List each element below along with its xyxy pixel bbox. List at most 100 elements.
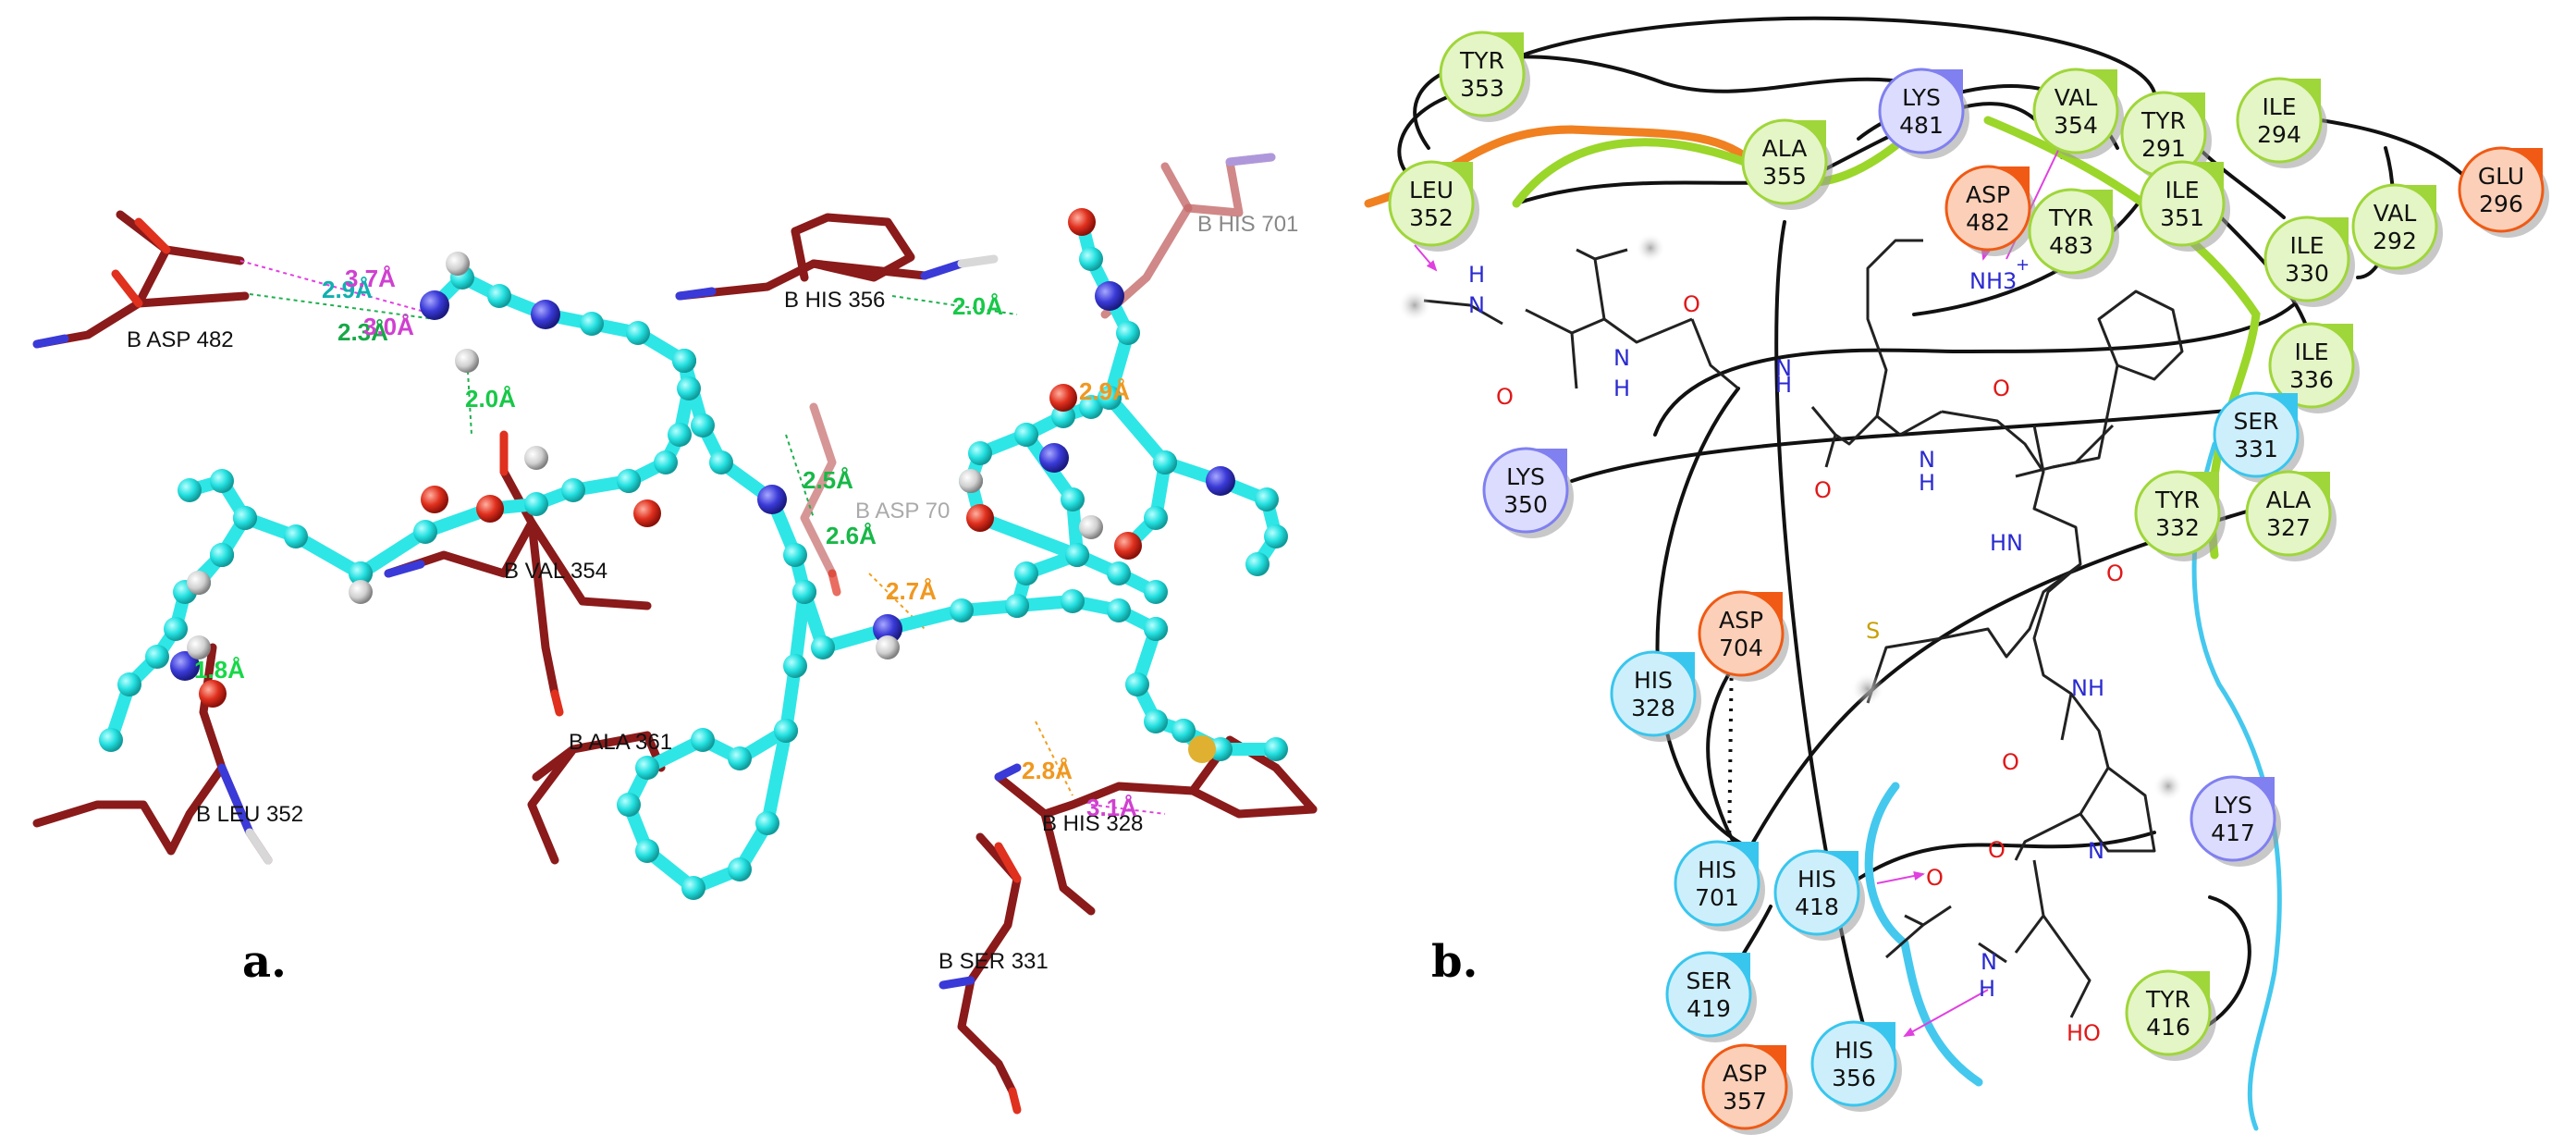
ligand-atom bbox=[968, 441, 992, 465]
residue-name: HIS bbox=[1634, 667, 1673, 694]
residue-name: HIS bbox=[1797, 866, 1836, 893]
panel-a: B ASP 482 B HIS 356 B HIS 701 B ASP 70 B… bbox=[32, 153, 1318, 1115]
ligand-atom bbox=[1264, 524, 1288, 548]
atom-labels: H N O N H O N H O N H O NH3 + HN O S NH … bbox=[1468, 255, 2124, 1046]
ligand-atom bbox=[413, 520, 437, 544]
residue-number: 332 bbox=[2155, 514, 2200, 541]
residue-name: ASP bbox=[1719, 607, 1763, 634]
ligand-atom bbox=[1206, 466, 1235, 496]
residue-wedge bbox=[2320, 324, 2353, 357]
residue-wedge bbox=[2172, 92, 2205, 126]
residue-disc bbox=[2032, 68, 2119, 154]
ligand-atom bbox=[755, 811, 779, 835]
atom-label: N bbox=[1981, 949, 1997, 975]
ligand-atom bbox=[635, 839, 659, 863]
ligand-atom bbox=[1114, 532, 1142, 560]
residue-name: ASP bbox=[1966, 181, 2010, 208]
residue-number: 294 bbox=[2257, 121, 2301, 148]
residue-number: 291 bbox=[2141, 135, 2186, 162]
ligand-atom bbox=[728, 746, 752, 770]
residue-disc bbox=[2213, 391, 2300, 478]
ligand-atom bbox=[709, 450, 733, 474]
ligand-atom bbox=[617, 793, 641, 817]
residue-number: 482 bbox=[1966, 209, 2010, 236]
residue-disc bbox=[1698, 590, 1785, 677]
ligand-atom bbox=[633, 499, 661, 527]
ligand-atom bbox=[677, 376, 701, 400]
ligand-atom bbox=[420, 290, 449, 320]
residue-number: 327 bbox=[2266, 514, 2311, 541]
ligand-atom bbox=[164, 617, 188, 641]
residue-wedge bbox=[2315, 217, 2349, 251]
residue-number: 418 bbox=[1795, 893, 1839, 920]
ligand-atom bbox=[873, 614, 902, 644]
ligand-atom bbox=[672, 349, 696, 373]
distance-label: 2.7Å bbox=[886, 577, 937, 605]
distance-label: 2.3Å bbox=[337, 318, 388, 346]
residue-wedge bbox=[1749, 592, 1783, 625]
residue-name: VAL bbox=[2055, 84, 2098, 111]
residue-wedge bbox=[2509, 148, 2543, 181]
atom-label: H bbox=[1468, 262, 1485, 288]
residue-name: SER bbox=[1686, 967, 1731, 994]
solvent-halos bbox=[1398, 233, 2183, 801]
ligand-atom bbox=[668, 423, 692, 447]
ligand-atom bbox=[757, 485, 787, 514]
residue-disc bbox=[1741, 118, 1828, 205]
residue-wedge bbox=[1996, 166, 2030, 200]
ligand-atom bbox=[284, 524, 308, 548]
residue-number: 416 bbox=[2146, 1014, 2190, 1041]
residue-name: HIS bbox=[1834, 1037, 1873, 1064]
residue-disc bbox=[2458, 146, 2545, 233]
atom-label: N bbox=[1468, 292, 1485, 318]
residue-wedge bbox=[2177, 971, 2210, 1004]
atom-label: HN bbox=[1990, 530, 2023, 556]
ligand-atom bbox=[1079, 395, 1103, 419]
label-ala361: B ALA 361 bbox=[569, 730, 672, 755]
atom-label: O bbox=[1993, 376, 2010, 401]
distance-label: 3.0Å bbox=[363, 313, 414, 340]
residue-disc bbox=[1610, 650, 1697, 737]
residue-name: ALA bbox=[1762, 135, 1808, 162]
residue-number: 357 bbox=[1723, 1088, 1767, 1115]
residue-number: 483 bbox=[2049, 232, 2093, 259]
ligand-atom bbox=[1065, 543, 1089, 567]
residue-name: ILE bbox=[2294, 339, 2328, 365]
ligand-atom bbox=[178, 478, 202, 502]
ligand-ball-stick bbox=[99, 208, 1288, 900]
residue-number: 352 bbox=[1409, 204, 1454, 231]
distance-label: 3.1Å bbox=[1086, 794, 1137, 821]
protein-atom-tips bbox=[32, 153, 1276, 1115]
ligand-atom bbox=[691, 728, 715, 752]
atom-label: S bbox=[1866, 618, 1880, 644]
distance-label: 2.9Å bbox=[1079, 377, 1130, 405]
label-ser331: B SER 331 bbox=[938, 949, 1049, 974]
ligand-atom bbox=[811, 635, 835, 659]
residue-name: TYR bbox=[2048, 204, 2093, 231]
ligand-atom bbox=[1095, 281, 1124, 311]
residue-disc bbox=[2134, 470, 2221, 557]
residue-wedge bbox=[2264, 393, 2298, 426]
atom-label: N bbox=[2088, 838, 2104, 864]
residue-number: 292 bbox=[2373, 228, 2417, 254]
ligand-atom bbox=[1049, 384, 1077, 412]
residue-name: TYR bbox=[1459, 47, 1504, 74]
label-leu352: B LEU 352 bbox=[196, 802, 303, 827]
residue-number: 704 bbox=[1719, 635, 1763, 661]
distance-label: 2.8Å bbox=[1022, 757, 1073, 784]
residue-wedge bbox=[1725, 842, 1759, 875]
residue-number: 353 bbox=[1460, 75, 1504, 102]
residue-wedge bbox=[2186, 472, 2219, 505]
label-his701: B HIS 701 bbox=[1197, 212, 1298, 237]
residue-wedge bbox=[2241, 777, 2275, 810]
ligand-atom bbox=[783, 543, 807, 567]
residue-wedge bbox=[1753, 1045, 1786, 1078]
ligand-atom bbox=[1107, 598, 1131, 622]
